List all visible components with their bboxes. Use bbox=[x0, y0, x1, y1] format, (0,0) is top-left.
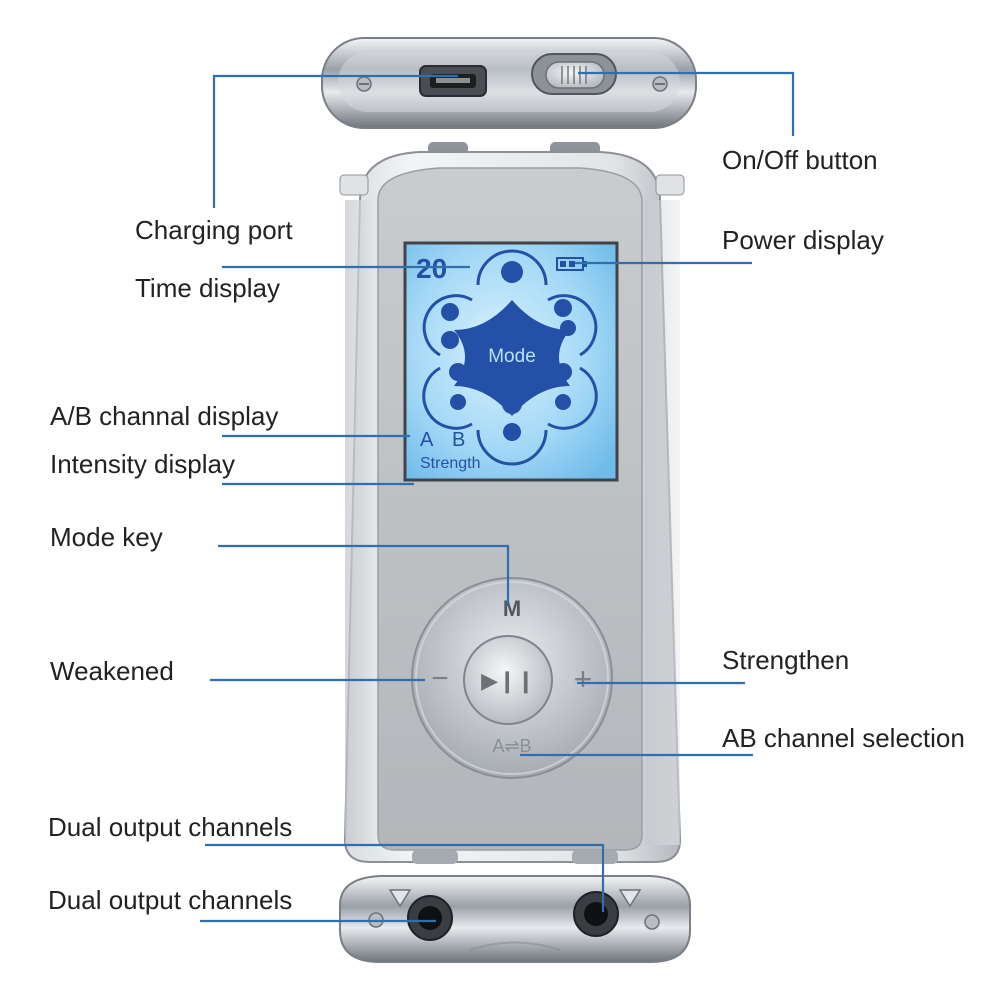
play-pause-button[interactable] bbox=[463, 635, 553, 725]
ab-select-button[interactable]: A⇌B bbox=[492, 736, 531, 756]
label-ab-channel-display: A/B channal display bbox=[50, 401, 279, 431]
keypad: ▶❙❙ M − + A⇌B bbox=[411, 577, 613, 779]
massage-mode-icons bbox=[441, 261, 576, 441]
label-time-display: Time display bbox=[135, 273, 280, 303]
label-intensity-display: Intensity display bbox=[50, 449, 235, 479]
channel-a-text: A bbox=[420, 429, 434, 451]
label-power-display: Power display bbox=[722, 225, 884, 255]
lcd-screen: 20 Mode A B Strength bbox=[403, 241, 619, 482]
top-end-cap bbox=[321, 37, 697, 129]
mode-text: Mode bbox=[488, 346, 536, 367]
leader-charging-port bbox=[212, 74, 458, 208]
strength-text: Strength bbox=[420, 455, 480, 472]
plus-button[interactable]: + bbox=[574, 661, 593, 697]
leader-lines bbox=[200, 71, 795, 923]
label-ab-channel-selection: AB channel selection bbox=[722, 723, 965, 753]
channel-b-text: B bbox=[452, 429, 465, 451]
label-weakened: Weakened bbox=[50, 656, 174, 686]
mode-key-label[interactable]: M bbox=[503, 596, 521, 621]
leader-dual-output-1 bbox=[205, 843, 605, 912]
output-jack-a bbox=[407, 895, 453, 941]
play-pause-symbol: ▶❙❙ bbox=[481, 668, 535, 694]
bottom-end-cap bbox=[339, 875, 691, 963]
label-strengthen: Strengthen bbox=[722, 645, 850, 675]
minus-button[interactable]: − bbox=[431, 662, 449, 695]
leader-mode-key bbox=[218, 544, 510, 606]
warning-triangle-icon bbox=[388, 889, 642, 908]
mode-star bbox=[454, 300, 570, 416]
time-value: 20 bbox=[416, 253, 447, 284]
onoff-switch bbox=[531, 53, 617, 95]
label-charging-port: Charging port bbox=[135, 215, 293, 245]
label-dual-output-2: Dual output channels bbox=[48, 885, 293, 915]
charging-port bbox=[419, 65, 487, 97]
label-dual-output-1: Dual output channels bbox=[48, 812, 293, 842]
label-mode-key: Mode key bbox=[50, 522, 163, 552]
dial-petals bbox=[422, 249, 598, 466]
output-jack-b bbox=[573, 891, 619, 937]
leader-onoff-button bbox=[578, 71, 795, 136]
label-onoff-button: On/Off button bbox=[722, 145, 878, 175]
